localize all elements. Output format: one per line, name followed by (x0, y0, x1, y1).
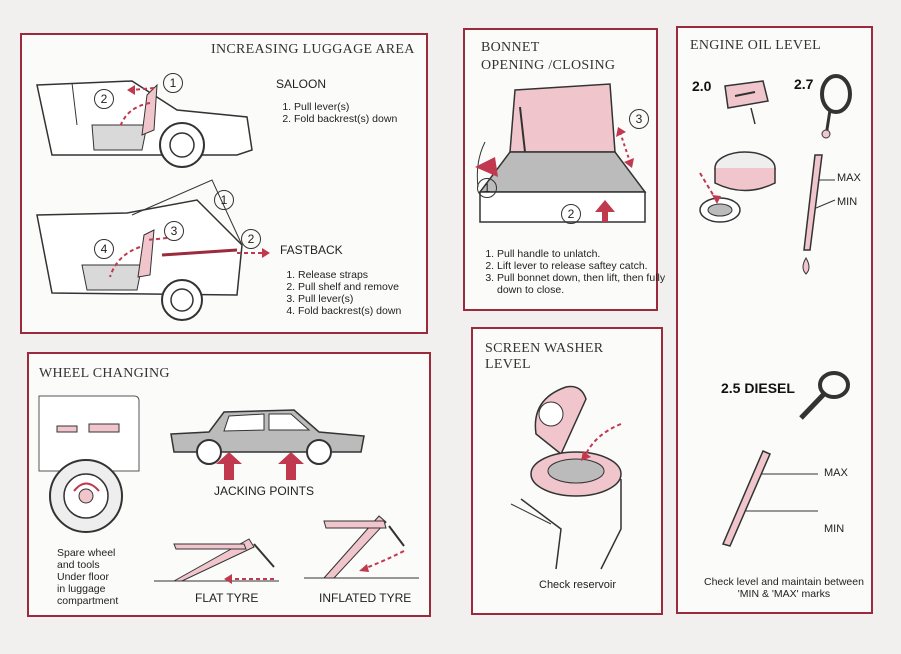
engine-20-label: 2.0 (692, 78, 712, 94)
max-label-2: MAX (824, 467, 848, 479)
flat-tyre-jack (154, 538, 279, 584)
saloon-illustration (36, 80, 253, 168)
washer-panel: SCREEN WASHER LEVEL Check reservoir (471, 327, 663, 615)
bonnet-callout-3: 3 (629, 109, 649, 129)
bonnet-illustration (475, 83, 647, 223)
oil-cap-20 (724, 80, 769, 125)
engine-oil-panel: ENGINE OIL LEVEL 2.0 2.7 MAX (676, 26, 873, 614)
oil-filler-cap (699, 151, 776, 223)
saloon-steps: Pull lever(s) Fold backrest(s) down (280, 101, 397, 125)
bonnet-callout-1: 1 (477, 178, 497, 198)
spare-caption: Spare wheel and tools Under floor in lug… (57, 547, 119, 607)
bonnet-steps: Pull handle to unlatch. Lift lever to re… (483, 248, 669, 296)
jacking-points-label: JACKING POINTS (214, 484, 315, 498)
callout-4-fastback: 4 (94, 239, 114, 259)
fastback-step: Release straps (298, 269, 401, 281)
wheel-title: WHEEL CHANGING (39, 366, 170, 381)
luggage-title: INCREASING LUGGAGE AREA (211, 42, 415, 57)
washer-title-2: LEVEL (485, 357, 531, 372)
dipstick-gauge-1 (802, 154, 836, 275)
fastback-illustration (36, 179, 270, 321)
washer-caption: Check reservoir (539, 579, 617, 591)
saloon-step: Fold backrest(s) down (294, 113, 397, 125)
diesel-dipstick-handle (799, 371, 850, 420)
spare-wheel-illustration (38, 395, 140, 533)
washer-illustration (510, 385, 622, 570)
luggage-panel: INCREASING LUGGAGE AREA 1 2 SALOON Pull … (20, 33, 428, 334)
dipstick-27 (820, 74, 852, 139)
inflated-tyre-jack (304, 515, 419, 579)
inflated-tyre-label: INFLATED TYRE (319, 591, 412, 605)
jacking-arrows (216, 452, 304, 480)
bonnet-title-1: BONNET (481, 40, 540, 55)
min-label-1: MIN (837, 196, 858, 208)
bonnet-step: Pull bonnet down, then lift, then fully … (497, 272, 669, 296)
callout-1-saloon: 1 (163, 73, 183, 93)
flat-tyre-label: FLAT TYRE (195, 591, 259, 605)
callout-1-fastback: 1 (214, 190, 234, 210)
callout-2-fastback: 2 (241, 229, 261, 249)
engine-27-label: 2.7 (794, 76, 814, 92)
bonnet-title-2: OPENING /CLOSING (481, 58, 616, 73)
bonnet-step: Pull handle to unlatch. (497, 248, 669, 260)
callout-2-saloon: 2 (94, 89, 114, 109)
fastback-step: Pull shelf and remove (298, 281, 401, 293)
wheel-panel: WHEEL CHANGING Spare wheel and tools Und… (27, 352, 431, 617)
diesel-label: 2.5 DIESEL (721, 380, 795, 396)
fastback-step: Pull lever(s) (298, 293, 401, 305)
car-side-illustration (170, 409, 365, 465)
fastback-steps: Release straps Pull shelf and remove Pul… (284, 269, 401, 317)
fastback-label: FASTBACK (280, 243, 343, 257)
saloon-label: SALOON (276, 77, 327, 91)
bonnet-panel: BONNET OPENING /CLOSING 3 1 2 Pull handl… (463, 28, 665, 311)
callout-3-fastback: 3 (164, 221, 184, 241)
max-label-1: MAX (837, 172, 861, 184)
washer-title-1: SCREEN WASHER (485, 341, 604, 356)
saloon-step: Pull lever(s) (294, 101, 397, 113)
dipstick-gauge-2 (721, 450, 818, 547)
bonnet-step: Lift lever to release saftey catch. (497, 260, 669, 272)
min-label-2: MIN (824, 523, 845, 535)
fastback-step: Fold backrest(s) down (298, 305, 401, 317)
engine-oil-title: ENGINE OIL LEVEL (690, 38, 822, 53)
bonnet-callout-2: 2 (561, 204, 581, 224)
engine-oil-caption: Check level and maintain between 'MIN & … (704, 576, 864, 600)
